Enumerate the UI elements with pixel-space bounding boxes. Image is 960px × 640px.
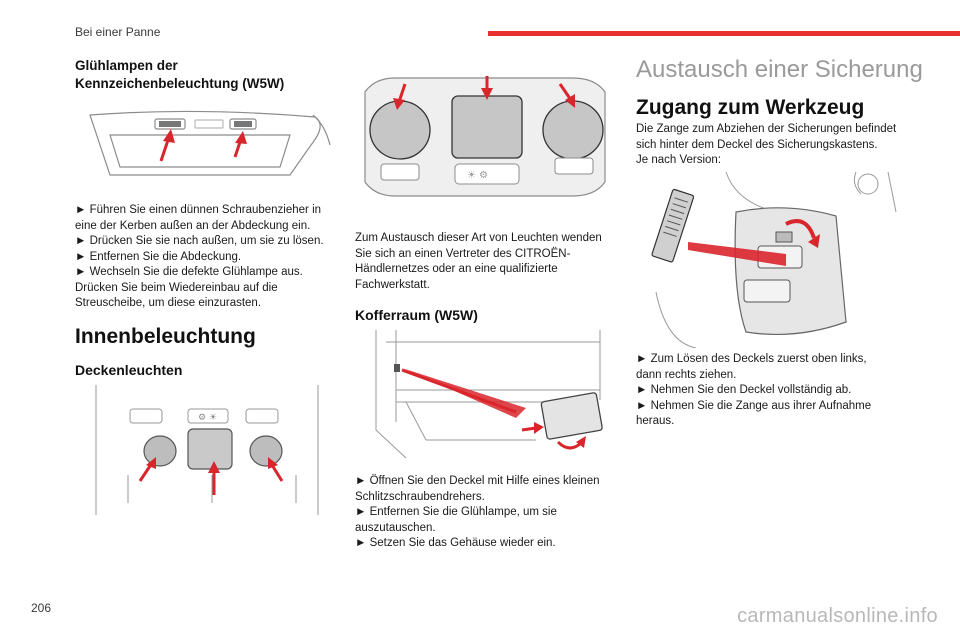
tool-intro: Die Zange zum Abziehen der Sicherungen b… — [636, 122, 896, 169]
svg-text:⚙ ☀: ⚙ ☀ — [198, 413, 217, 423]
fuse-box-cover-illustration — [636, 172, 902, 348]
text-line: ► Entfernen Sie die Abdeckung. — [75, 250, 242, 263]
heading-trunk: Kofferraum (W5W) — [355, 307, 478, 323]
heading-line: Kennzeichenbeleuchtung (W5W) — [75, 76, 285, 91]
text-line: Fachwerkstatt. — [355, 278, 430, 291]
text-line: ► Öffnen Sie den Deckel mit Hilfe eines … — [355, 475, 600, 487]
text-line: ► Führen Sie einen dünnen Schraubenziehe… — [75, 204, 322, 216]
text-line: ► Setzen Sie das Gehäuse wieder ein. — [355, 537, 556, 549]
tool-steps: ► Zum Lösen des Deckels zuerst oben link… — [636, 352, 871, 430]
text-line: ► Wechseln Sie die defekte Glühlampe aus… — [75, 266, 303, 278]
text-line: ► Entfernen Sie die Glühlampe, um sie — [355, 506, 557, 518]
text-line: Händlernetzes oder an eine qualifizierte — [355, 263, 558, 275]
text-line: sich hinter dem Deckel des Sicherungskas… — [636, 138, 878, 151]
heading-fuse-replacement: Austausch einer Sicherung — [636, 56, 923, 83]
svg-text:☀ ⚙: ☀ ⚙ — [467, 170, 488, 181]
text-line: heraus. — [636, 415, 675, 427]
text-line: dann rechts ziehen. — [636, 368, 737, 381]
heading-plate-lamps: Glühlampen der Kennzeichenbeleuchtung (W… — [75, 57, 284, 93]
roof-lamp-unit-illustration: ☀ ⚙ — [355, 72, 613, 202]
heading-interior-lighting: Innenbeleuchtung — [75, 325, 256, 348]
text-line: ► Nehmen Sie die Zange aus ihrer Aufnahm… — [636, 399, 872, 412]
plate-lamp-illustration — [75, 105, 333, 185]
heading-ceiling-lights: Deckenleuchten — [75, 362, 183, 378]
ceiling-lights-illustration: ⚙ ☀ — [88, 385, 324, 515]
text-line: Je nach Version: — [636, 154, 722, 166]
plate-steps: ► Führen Sie einen dünnen Schraubenziehe… — [75, 203, 324, 312]
text-line: Drücken Sie beim Wiedereinbau auf die — [75, 281, 278, 294]
trunk-lamp-illustration — [366, 330, 616, 458]
header-accent-bar — [488, 31, 960, 36]
text-line: eine der Kerben außen an der Abdeckung e… — [75, 219, 311, 232]
trunk-steps: ► Öffnen Sie den Deckel mit Hilfe eines … — [355, 474, 600, 552]
heading-tool-access: Zugang zum Werkzeug — [636, 96, 865, 119]
text-line: Zum Austausch dieser Art von Leuchten we… — [355, 232, 602, 244]
text-line: Sie sich an einen Vertreter des CITROËN- — [355, 247, 571, 260]
text-line: Streuscheibe, um diese einzurasten. — [75, 297, 262, 309]
text-line: ► Nehmen Sie den Deckel vollständig ab. — [636, 384, 852, 396]
section-title: Bei einer Panne — [75, 25, 161, 39]
text-line: auszutauschen. — [355, 521, 436, 534]
heading-line: Glühlampen der — [75, 58, 178, 73]
text-line: Schlitzschraubendrehers. — [355, 490, 485, 503]
page-number: 206 — [31, 601, 52, 615]
text-line: ► Zum Lösen des Deckels zuerst oben link… — [636, 353, 867, 365]
dealer-text: Zum Austausch dieser Art von Leuchten we… — [355, 231, 602, 293]
text-line: Die Zange zum Abziehen der Sicherungen b… — [636, 123, 897, 135]
watermark: carmanualsonline.info — [737, 605, 938, 627]
text-line: ► Drücken Sie sie nach außen, um sie zu … — [75, 235, 324, 247]
